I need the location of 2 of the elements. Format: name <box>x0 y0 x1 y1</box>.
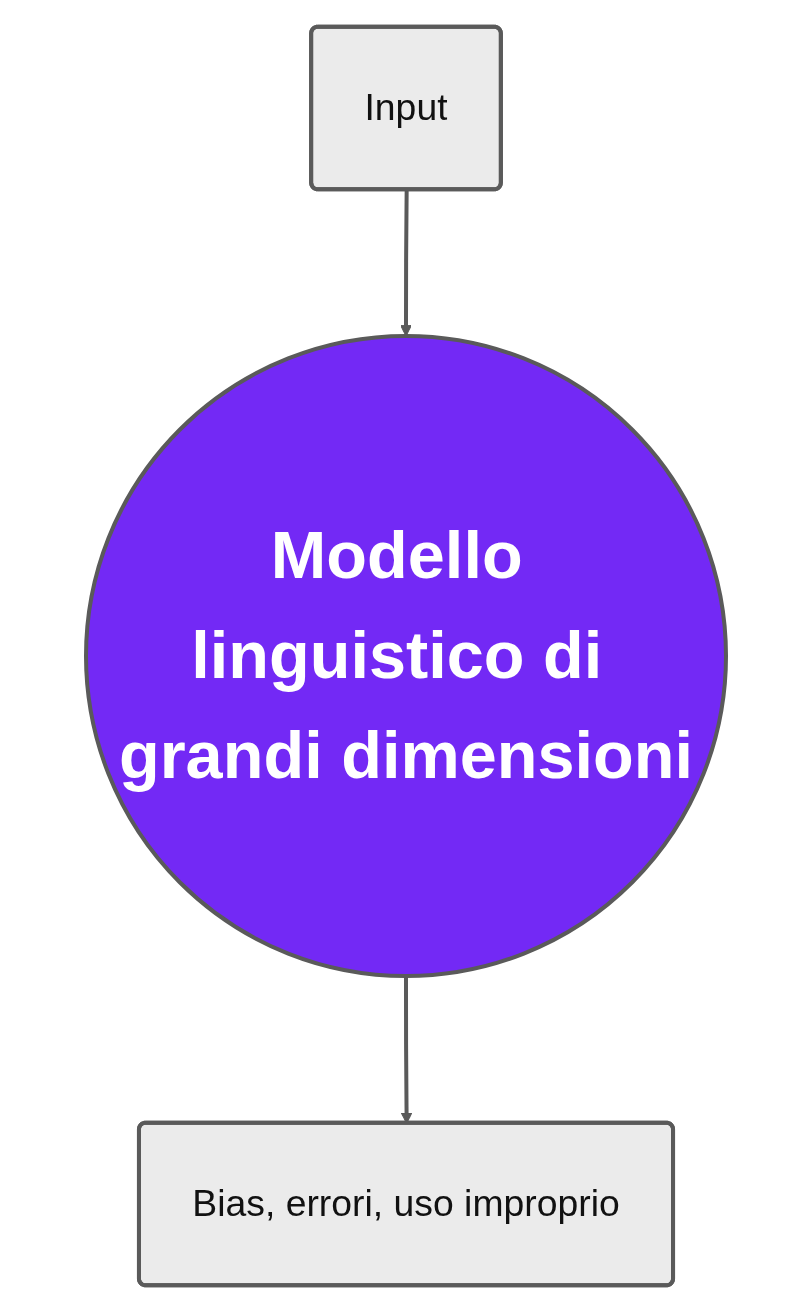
arrow <box>400 189 412 337</box>
node-circle: Modello linguistico di grandi dimensioni <box>84 334 728 978</box>
